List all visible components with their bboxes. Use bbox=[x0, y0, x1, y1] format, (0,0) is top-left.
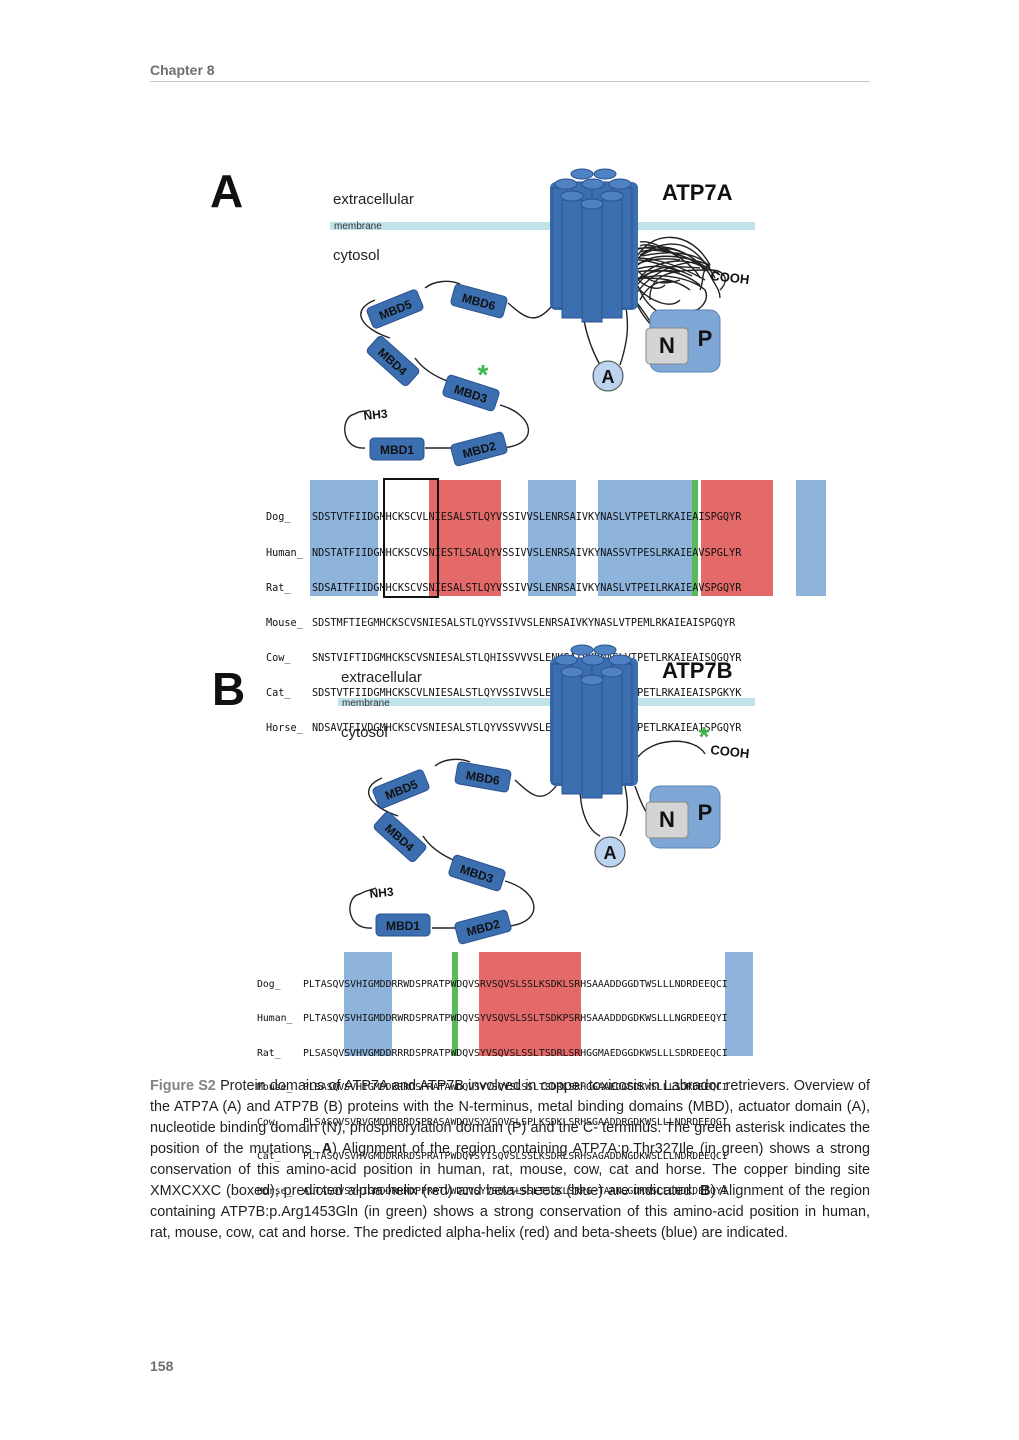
extracellular-label: extracellular bbox=[341, 669, 422, 686]
mutation-asterisk: * bbox=[699, 721, 710, 752]
mbd1-label: MBD1 bbox=[380, 443, 414, 457]
transmembrane-bundle bbox=[550, 168, 638, 323]
membrane-label: membrane bbox=[342, 698, 390, 709]
alignment-a-highlights bbox=[310, 478, 826, 598]
mbd6-box bbox=[454, 761, 512, 793]
caption-text-3: ) Alignment of the region containing ATP… bbox=[150, 1183, 871, 1241]
panel-a-diagram: MBD1 MBD2 MBD3 MBD4 MBD5 MBD6 N P A COOH… bbox=[330, 168, 755, 467]
page-number: 158 bbox=[150, 1358, 174, 1374]
header-rule bbox=[150, 81, 870, 82]
panel-b: MBD1 MBD2 MBD3 MBD4 MBD5 MBD6 N P A COOH… bbox=[180, 636, 840, 1197]
mbd1-box bbox=[369, 437, 425, 461]
alignment-row: Rat_PLSASQVSVHVGMDDRRRDSPRATPWDQVSYVSQVS… bbox=[257, 1047, 728, 1059]
alignment-b-highlights bbox=[344, 952, 753, 1056]
mbd5-box bbox=[372, 769, 430, 809]
cooh-label: COOH bbox=[710, 742, 750, 761]
alignment-row: Mouse_PLSASQVSVHIGMDDRRRDSPRATAWDQVSYVSQ… bbox=[257, 1082, 728, 1094]
alignment-row: Cat_SDSTVTFIIDGMHCKSCVLNIESALSTLQYVSSIVV… bbox=[266, 687, 742, 699]
n-label: N bbox=[659, 807, 675, 832]
alignment-row: Rat_SDSAITFIIDGMHCKSCVSNIESALSTLQYVSSIVV… bbox=[266, 582, 742, 594]
panel-a-protein: ATP7A bbox=[662, 180, 733, 205]
alignment-a: Dog_SDSTVTFIIDGMHCKSCVLNIESALSTLQYVSSIVV… bbox=[266, 489, 741, 758]
mbd4-box bbox=[373, 811, 427, 863]
alignment-row: Mouse_SDSTMFTIEGMHCKSCVSNIESALSTLQYVSSIV… bbox=[266, 617, 736, 629]
panel-b-diagram: MBD1 MBD2 MBD3 MBD4 MBD5 MBD6 N P A COOH… bbox=[338, 644, 755, 945]
nh3-label: NH3 bbox=[363, 407, 389, 423]
panel-a-letter: A bbox=[210, 165, 244, 217]
caption-bold-b: B bbox=[700, 1183, 711, 1199]
cytosol-label: cytosol bbox=[341, 724, 388, 741]
membrane-band bbox=[338, 698, 755, 706]
mutation-asterisk: * bbox=[478, 359, 489, 390]
mbd5-box bbox=[366, 289, 424, 329]
a-label: A bbox=[602, 367, 615, 387]
mbd1-box bbox=[375, 913, 431, 937]
alignment-row: Cow_SNSTVIFTIDGMHCKSCVSNIESALSTLQHISSVVV… bbox=[266, 652, 742, 664]
n-label: N bbox=[659, 333, 675, 358]
mbd3-box bbox=[442, 374, 500, 412]
a-label: A bbox=[604, 843, 617, 863]
alignment-row: Dog_SDSTVTFIIDGMHCKSCVLNIESALSTLQYVSSIVV… bbox=[266, 512, 742, 524]
mbd1-label: MBD1 bbox=[386, 919, 420, 933]
cooh-label: COOH bbox=[710, 268, 750, 287]
caption-text-1: Protein domains of ATP7A and ATP7B invol… bbox=[150, 1078, 871, 1157]
figure-label: Figure S2 bbox=[150, 1078, 216, 1094]
panel-a: MBD1 MBD2 MBD3 MBD4 MBD5 MBD6 N P A COOH… bbox=[180, 160, 840, 734]
alignment-row: Cow_PLSASQVSVRVGMDDRRRDSPRASAWDQVSYVSQVS… bbox=[257, 1116, 728, 1128]
cytosol-label: cytosol bbox=[333, 247, 380, 264]
panel-b-letter: B bbox=[212, 663, 246, 715]
alignment-row: Human_PLTASQVSVHIGMDDRWRDSPRATPWDQVSYVSQ… bbox=[257, 1013, 728, 1025]
chapter-header: Chapter 8 bbox=[150, 62, 215, 78]
alignment-row: Horse_ALTASQVSVHIGMDDRRRDPPRATVWDQVSYVSQ… bbox=[257, 1185, 728, 1197]
alignment-row: Human_NDSTATFIIDGMHCKSCVSNIESTLSALQYVSSI… bbox=[266, 547, 742, 559]
copper-binding-box bbox=[383, 478, 439, 598]
a-domain bbox=[594, 836, 626, 868]
n-domain bbox=[645, 801, 689, 839]
figure-caption: Figure S2 Protein domains of ATP7A and A… bbox=[150, 1076, 870, 1244]
nh3-label: NH3 bbox=[369, 885, 395, 901]
alignment-b: Dog_PLTASQVSVHIGMDDRRWDSPRATPWDQVSRVSQVS… bbox=[257, 956, 728, 1220]
mbd6-box bbox=[450, 283, 508, 319]
alignment-row: Horse_NDSAVTFIVDGMHCKSCVSNIESALSTLQYVSSV… bbox=[266, 722, 742, 734]
alignment-row: Dog_PLTASQVSVHIGMDDRRWDSPRATPWDQVSRVSQVS… bbox=[257, 978, 728, 990]
mbd4-box bbox=[366, 335, 420, 387]
alignment-row: Cat_PLTASQVSVHVGMDDRRRDSPRATPWDQVSYISQVS… bbox=[257, 1151, 728, 1163]
p-label: P bbox=[698, 800, 713, 825]
membrane-label: membrane bbox=[334, 221, 382, 232]
panel-b-protein: ATP7B bbox=[662, 658, 733, 683]
caption-text-2: ) Alignment of the region containing ATP… bbox=[150, 1141, 870, 1199]
n-domain bbox=[645, 327, 689, 365]
p-label: P bbox=[698, 326, 713, 351]
transmembrane-bundle bbox=[550, 644, 638, 799]
mbd3-box bbox=[448, 854, 506, 892]
mbd2-box bbox=[454, 909, 512, 945]
mbd2-box bbox=[450, 431, 508, 467]
a-domain bbox=[592, 360, 624, 392]
extracellular-label: extracellular bbox=[333, 191, 414, 208]
mbd6-label: MBD6 bbox=[465, 768, 501, 788]
caption-bold-a: A bbox=[321, 1141, 333, 1157]
membrane-band bbox=[330, 222, 755, 230]
